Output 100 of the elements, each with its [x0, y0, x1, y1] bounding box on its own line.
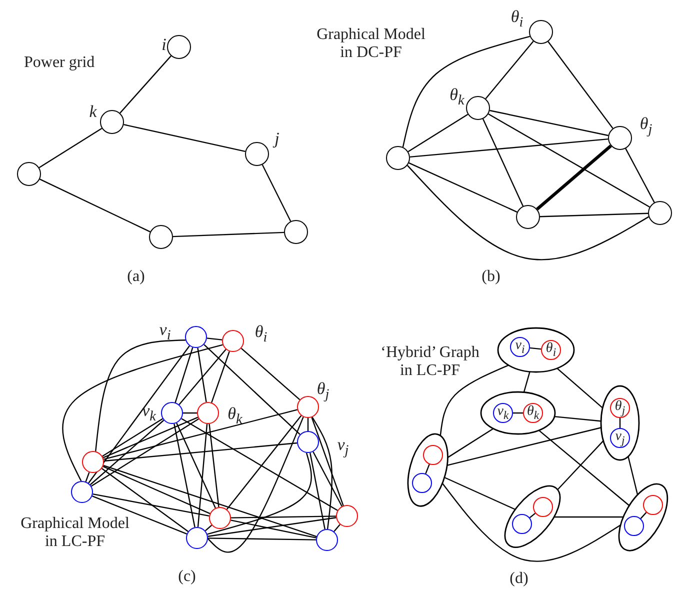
edge-line [231, 516, 336, 518]
edge-line [104, 409, 298, 460]
edge-line [38, 128, 102, 168]
edge-line [230, 520, 316, 538]
edge-line [208, 517, 336, 537]
node-label: j [274, 130, 280, 146]
edge-line [408, 162, 518, 213]
node-circle [516, 205, 540, 229]
edge-line [183, 412, 197, 414]
edge-line [181, 418, 338, 511]
node-label: i [162, 36, 166, 52]
edge-line [208, 538, 316, 540]
node-circle [541, 340, 561, 360]
node-circle [316, 529, 338, 551]
edge-line [102, 468, 188, 532]
edge-line [554, 416, 602, 422]
edge-line [312, 416, 333, 530]
edge-line [311, 417, 344, 506]
node-circle [642, 494, 663, 515]
node-label: v$_{j}$ [337, 436, 349, 458]
edge-line [204, 344, 300, 435]
edge-line [448, 428, 494, 458]
edge-line [197, 348, 207, 402]
node-circle [209, 507, 231, 529]
edge-line [124, 124, 246, 152]
panel-caption: (c) [178, 568, 196, 586]
edge-line [529, 512, 536, 518]
node-label: θ$_{i}$ [546, 342, 556, 358]
node-label: θ$_{k}$ [450, 86, 464, 108]
edge-line [410, 138, 608, 158]
node-circle [610, 428, 630, 448]
group-ellipse [481, 392, 555, 434]
edge-line [444, 476, 516, 510]
graph-title: Graphical Model in DC-PF [316, 26, 426, 62]
node-circle [624, 516, 644, 536]
graph-title: ‘Hybrid’ Graph in LC-PF [380, 344, 480, 380]
edge-line [206, 338, 222, 340]
node-circle [82, 451, 104, 473]
graph-title: Graphical Model in LC-PF [20, 515, 130, 550]
edge-line [92, 496, 187, 534]
node-circle [17, 162, 41, 186]
group-ellipse [504, 486, 560, 548]
node-label: θ$_{i}$ [254, 323, 268, 345]
node-circle [512, 514, 532, 534]
edge-line [440, 364, 509, 436]
edge-line [211, 351, 230, 403]
edge-line [204, 524, 212, 532]
edge-line [548, 41, 614, 129]
group-ellipse [498, 328, 574, 372]
node-circle [412, 472, 432, 493]
edge-line [197, 424, 208, 528]
node-circle [284, 220, 308, 244]
panel-caption: (b) [482, 268, 500, 286]
edge-line [442, 483, 621, 562]
edge-line [619, 418, 621, 428]
edge-line [104, 442, 298, 462]
edge-line [523, 372, 530, 392]
edge-line [554, 516, 623, 518]
edge-line [485, 40, 534, 100]
edge-line [90, 420, 164, 486]
node-label: θ$_{j}$ [640, 115, 652, 137]
edge-line [226, 415, 302, 510]
node-circle [422, 444, 443, 465]
edge-line [91, 418, 199, 487]
edge-line [447, 427, 602, 466]
edge-line [482, 118, 524, 206]
edge-line [40, 178, 150, 232]
node-circle [336, 505, 358, 527]
edge-line [262, 164, 292, 222]
node-label: θ$_{i}$ [510, 8, 524, 30]
edge-line [540, 212, 648, 218]
edge-line [640, 512, 647, 519]
edge-line [174, 424, 196, 528]
node-label: θ$_{j}$ [316, 380, 330, 402]
edge-line [102, 466, 210, 514]
node-label: θ$_{k}$ [228, 405, 242, 427]
node-label: θ$_{k}$ [526, 404, 540, 422]
edge-line [408, 114, 468, 152]
edge-line [172, 232, 284, 238]
edge-line [62, 344, 223, 482]
edge-line [406, 165, 649, 260]
edge-line [92, 493, 210, 517]
node-circle [386, 146, 410, 170]
edge-line [490, 110, 608, 136]
edge-line [207, 452, 312, 535]
edge-line [208, 416, 304, 553]
edge-line [556, 368, 604, 408]
edge-line [88, 346, 190, 484]
node-label: θ$_{j}$ [614, 400, 626, 416]
edge-line [174, 347, 194, 403]
panel-caption: (a) [127, 268, 145, 286]
edge-line [513, 412, 523, 414]
edge-line [310, 452, 326, 530]
node-label: v$_{i}$ [515, 338, 525, 356]
edge-line [334, 524, 340, 532]
edge-line [312, 451, 342, 507]
edge-line [95, 340, 186, 452]
node-circle [610, 398, 630, 418]
edge-line [536, 144, 612, 210]
node-circle [510, 337, 530, 357]
